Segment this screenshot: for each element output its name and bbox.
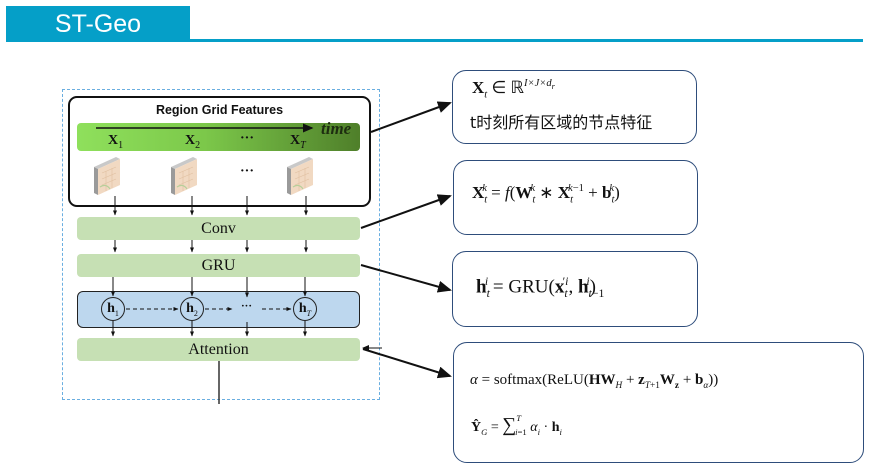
input-definition-box [452,70,697,144]
time-label: time [321,119,352,138]
title-banner: ST-Geo [6,6,190,42]
input-ellipsis: ··· [240,131,255,146]
grid-map-icon [171,157,197,195]
model-boundary [62,89,380,400]
title-underline [190,39,863,42]
input-x1: X1 [108,133,124,151]
grid-map-icon [287,157,313,195]
region-grid-features-box [68,96,371,207]
page-title: ST-Geo [54,10,142,38]
region-grid-features-title: Region Grid Features [155,103,284,117]
conv-layer: Conv [77,217,360,240]
input-definition-formula: Xt ∈ ℝI×J×dr [472,78,555,101]
input-definition-caption: t时刻所有区域的节点特征 [470,113,653,132]
hidden-state-h1: h1 [101,297,125,321]
conv-formula: Xtk = f(Wtk ∗ Xtk−1 + btk) [472,183,620,206]
grid-map-icon [94,157,120,195]
conv-formula-box [453,160,698,235]
gru-formula: hti = GRU(xt′i, ht−1i) [476,275,605,301]
attention-formula: α = softmax(ReLU(HWH + zT+1Wz + bα)) [470,372,719,391]
output-formula: ŶG = ∑Ti=1 αi · hi [471,413,562,437]
gru-formula-box [452,251,698,327]
input-x2: X2 [185,133,201,151]
attention-formula-box [453,342,864,463]
hidden-state-hT: hT [293,297,317,321]
grid-ellipsis: ··· [240,164,255,179]
gru-layer: GRU [77,254,360,277]
hidden-state-h2: h2 [180,297,204,321]
hidden-ellipsis: ··· [241,300,253,312]
attention-layer: Attention [77,338,360,361]
input-xT: XT [290,133,306,151]
